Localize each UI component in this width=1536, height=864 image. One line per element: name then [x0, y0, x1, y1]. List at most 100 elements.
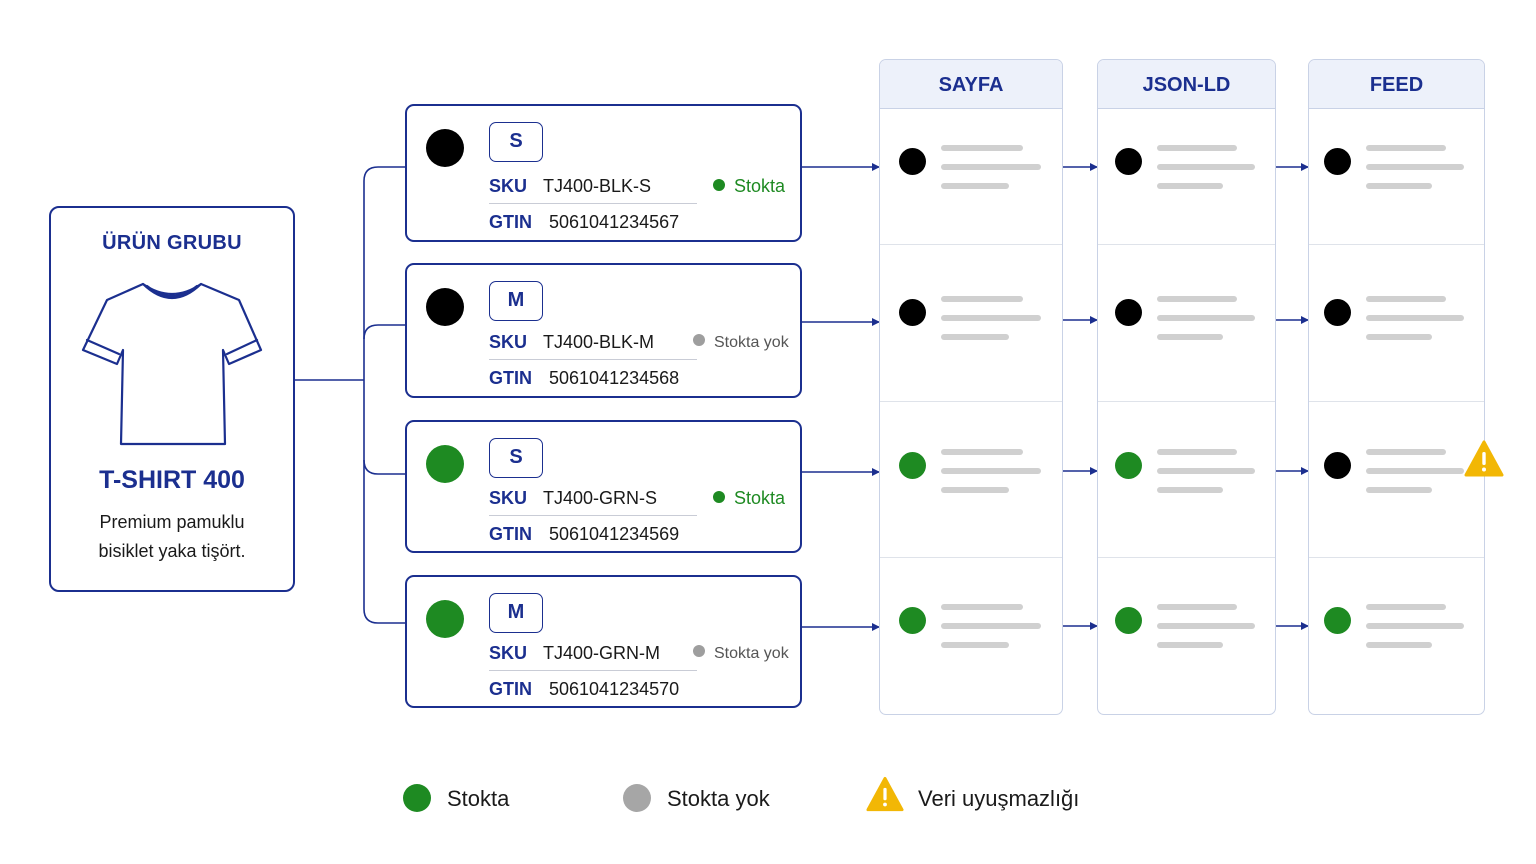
gtin-label: GTIN — [489, 524, 532, 544]
placeholder-text-line — [941, 468, 1041, 474]
stock-text: Stokta — [734, 488, 786, 508]
variant-color-swatch — [426, 600, 464, 638]
warning-icon — [1464, 440, 1504, 477]
stock-dot — [693, 334, 705, 346]
channel-column-sayfa: SAYFA — [879, 59, 1063, 715]
stock-status: Stokta — [713, 488, 785, 509]
stock-status: Stokta yok — [693, 334, 789, 352]
variant-card: S SKU TJ400-BLK-S Stokta GTIN 5061041234… — [405, 104, 802, 242]
product-group-card: ÜRÜN GRUBU T-SHIRT 400 Premium pamuklu b… — [49, 206, 295, 592]
gtin-value: 5061041234570 — [549, 679, 680, 699]
sku-label: SKU — [489, 332, 528, 352]
placeholder-text-line — [1157, 296, 1237, 302]
product-group-title: ÜRÜN GRUBU — [102, 232, 242, 254]
gtin-label: GTIN — [489, 679, 532, 699]
divider — [489, 670, 697, 671]
size-badge: S — [489, 122, 543, 162]
sku-label: SKU — [489, 643, 528, 663]
placeholder-text-line — [1366, 623, 1464, 629]
placeholder-text-line — [1157, 334, 1223, 340]
placeholder-text-line — [1157, 164, 1255, 170]
sku-label: SKU — [489, 176, 528, 196]
channel-column-json-ld: JSON-LD — [1097, 59, 1276, 715]
placeholder-text-line — [941, 164, 1041, 170]
column-header: FEED — [1309, 60, 1484, 109]
channel-variant-dot — [899, 607, 926, 634]
placeholder-text-line — [941, 623, 1041, 629]
placeholder-text-line — [1366, 468, 1464, 474]
placeholder-text-line — [1366, 334, 1432, 340]
variant-card: S SKU TJ400-GRN-S Stokta GTIN 5061041234… — [405, 420, 802, 553]
legend-out-of-stock-label: Stokta yok — [667, 786, 770, 811]
stock-text: Stokta yok — [714, 334, 789, 351]
placeholder-text-line — [1366, 183, 1432, 189]
column-header: JSON-LD — [1098, 60, 1275, 109]
cell-separator — [1098, 244, 1275, 245]
stock-dot — [693, 645, 705, 657]
cell-separator — [880, 244, 1062, 245]
t-shirt-icon — [81, 282, 263, 446]
legend-out-of-stock-dot — [623, 784, 651, 812]
cell-separator — [1098, 557, 1275, 558]
variant-color-swatch — [426, 288, 464, 326]
cell-separator — [1309, 557, 1484, 558]
stock-dot — [713, 491, 725, 503]
placeholder-text-line — [941, 145, 1023, 151]
placeholder-text-line — [1157, 642, 1223, 648]
legend-in-stock-label: Stokta — [447, 786, 510, 811]
variant-color-swatch — [426, 445, 464, 483]
placeholder-text-line — [941, 604, 1023, 610]
placeholder-text-line — [1157, 487, 1223, 493]
cell-separator — [880, 401, 1062, 402]
placeholder-text-line — [1366, 145, 1446, 151]
cell-separator — [1309, 401, 1484, 402]
placeholder-text-line — [941, 183, 1009, 189]
placeholder-text-line — [941, 487, 1009, 493]
legend-warning-icon — [866, 776, 904, 812]
placeholder-text-line — [1157, 145, 1237, 151]
channel-variant-dot — [1115, 299, 1142, 326]
gtin-value: 5061041234568 — [549, 368, 680, 388]
channel-variant-dot — [1324, 148, 1351, 175]
size-badge: S — [489, 438, 543, 478]
gtin-value: 5061041234569 — [549, 524, 680, 544]
placeholder-text-line — [941, 296, 1023, 302]
legend-in-stock-dot — [403, 784, 431, 812]
placeholder-text-line — [1157, 604, 1237, 610]
placeholder-text-line — [1366, 604, 1446, 610]
placeholder-text-line — [1366, 642, 1432, 648]
product-name: T-SHIRT 400 — [99, 466, 245, 494]
placeholder-text-line — [1366, 296, 1446, 302]
placeholder-text-line — [941, 642, 1009, 648]
divider — [489, 515, 697, 516]
cell-separator — [1098, 401, 1275, 402]
sku-label: SKU — [489, 488, 528, 508]
stock-status: Stokta — [713, 176, 785, 197]
size-badge: M — [489, 593, 543, 633]
sku-value: TJ400-GRN-S — [543, 488, 658, 508]
divider — [489, 203, 697, 204]
product-description-line-2: bisiklet yaka tişört. — [98, 541, 246, 561]
placeholder-text-line — [1366, 164, 1464, 170]
legend-mismatch-label: Veri uyuşmazlığı — [918, 786, 1080, 811]
channel-variant-dot — [1324, 452, 1351, 479]
channel-variant-dot — [1324, 607, 1351, 634]
variant-card: M SKU TJ400-BLK-M Stokta yok GTIN 506104… — [405, 263, 802, 398]
size-badge: M — [489, 281, 543, 321]
variant-color-swatch — [426, 129, 464, 167]
gtin-label: GTIN — [489, 368, 532, 388]
channel-variant-dot — [899, 148, 926, 175]
product-description: Premium pamuklu bisiklet yaka tişört. — [61, 508, 283, 566]
variant-card: M SKU TJ400-GRN-M Stokta yok GTIN 506104… — [405, 575, 802, 708]
placeholder-text-line — [941, 315, 1041, 321]
placeholder-text-line — [941, 334, 1009, 340]
placeholder-text-line — [1157, 623, 1255, 629]
placeholder-text-line — [941, 449, 1023, 455]
divider — [489, 359, 697, 360]
sku-value: TJ400-GRN-M — [543, 643, 661, 663]
placeholder-text-line — [1366, 449, 1446, 455]
placeholder-text-line — [1157, 468, 1255, 474]
column-header: SAYFA — [880, 60, 1062, 109]
cell-separator — [1309, 244, 1484, 245]
placeholder-text-line — [1157, 315, 1255, 321]
